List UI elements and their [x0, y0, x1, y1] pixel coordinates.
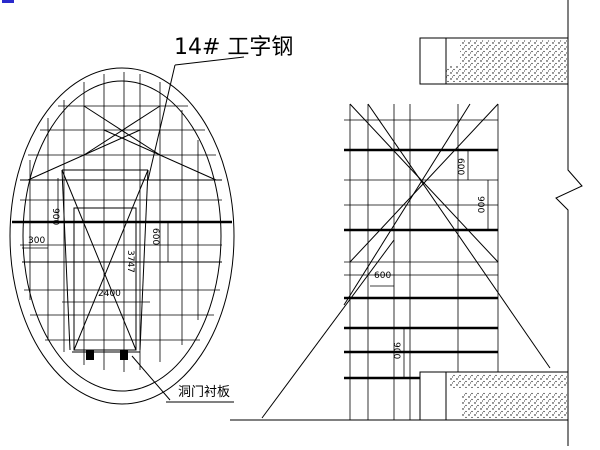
dim-left-600: 600: [150, 228, 160, 245]
wall-break-line: [555, 0, 583, 446]
inner-frame: [61, 169, 149, 360]
dimensions-right: 600 900 600 900: [370, 150, 489, 378]
dim-left-900: 900: [50, 208, 60, 225]
inner-ring: [22, 80, 222, 392]
dim-right-900-upper: 900: [475, 196, 485, 213]
dim-left-2400: 2400: [98, 289, 121, 299]
opening-elevation: 900 300 600 2400 3747 14# 工字钢 洞门衬板: [9, 35, 293, 405]
scaffold-side: [261, 103, 551, 420]
support-block-left: [86, 350, 94, 360]
callout-i-beam-label: 14# 工字钢: [174, 35, 293, 60]
outer-ring: [9, 67, 235, 405]
scaffold-grid: [12, 72, 232, 372]
dim-left-3747: 3747: [125, 250, 135, 273]
dimensions-left: 900 300 600 2400 3747: [22, 178, 169, 303]
dim-right-600-top: 600: [455, 158, 465, 175]
callout-i-beam: 14# 工字钢: [147, 35, 293, 181]
side-section: 600 900 600 900: [230, 0, 583, 446]
callout-lining-plate: 洞门衬板: [131, 355, 234, 403]
dim-left-300: 300: [28, 236, 45, 246]
upper-wall: [419, 37, 568, 85]
support-block-right: [120, 350, 128, 360]
lower-wall: [419, 371, 568, 420]
callout-lining-plate-label: 洞门衬板: [178, 385, 230, 400]
dim-right-900-lower: 900: [391, 342, 401, 359]
dim-right-600-mid: 600: [374, 271, 391, 281]
corner-marker: [2, 0, 14, 3]
